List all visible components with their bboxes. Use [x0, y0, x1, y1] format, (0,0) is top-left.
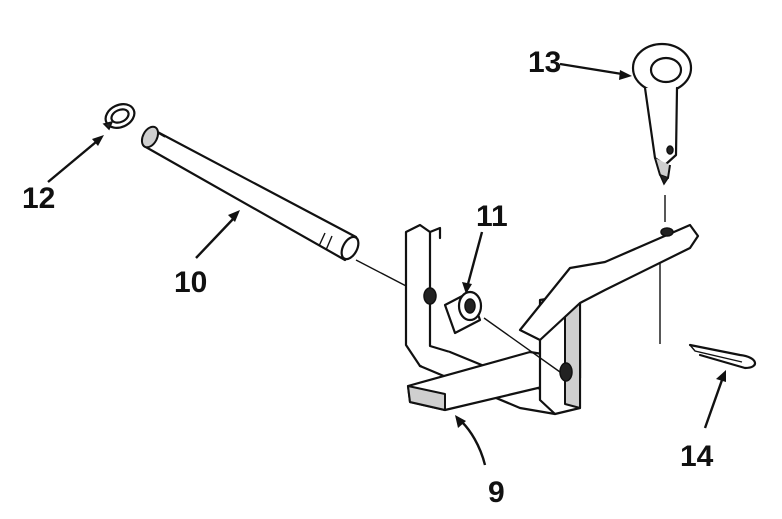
part-9-hitch-bracket — [404, 195, 700, 416]
callout-14: 14 — [680, 440, 714, 473]
leader-14 — [703, 370, 726, 429]
leader-9 — [455, 415, 487, 466]
callout-11: 11 — [476, 200, 508, 233]
callout-10: 10 — [174, 266, 207, 299]
part-10-pin — [140, 125, 411, 289]
part-13-eye-pin — [631, 42, 693, 186]
pin-alignment-line — [355, 259, 411, 289]
leader-13 — [559, 62, 632, 80]
callout-9: 9 — [488, 476, 505, 509]
part-11-spacer — [443, 290, 561, 373]
callout-13: 13 — [528, 46, 561, 79]
leader-12 — [47, 135, 104, 183]
part-12-retaining-ring — [102, 103, 136, 131]
leader-10 — [195, 210, 240, 259]
leader-11 — [462, 231, 484, 294]
callout-12: 12 — [22, 182, 55, 215]
part-14-hairpin-clip — [688, 343, 756, 370]
